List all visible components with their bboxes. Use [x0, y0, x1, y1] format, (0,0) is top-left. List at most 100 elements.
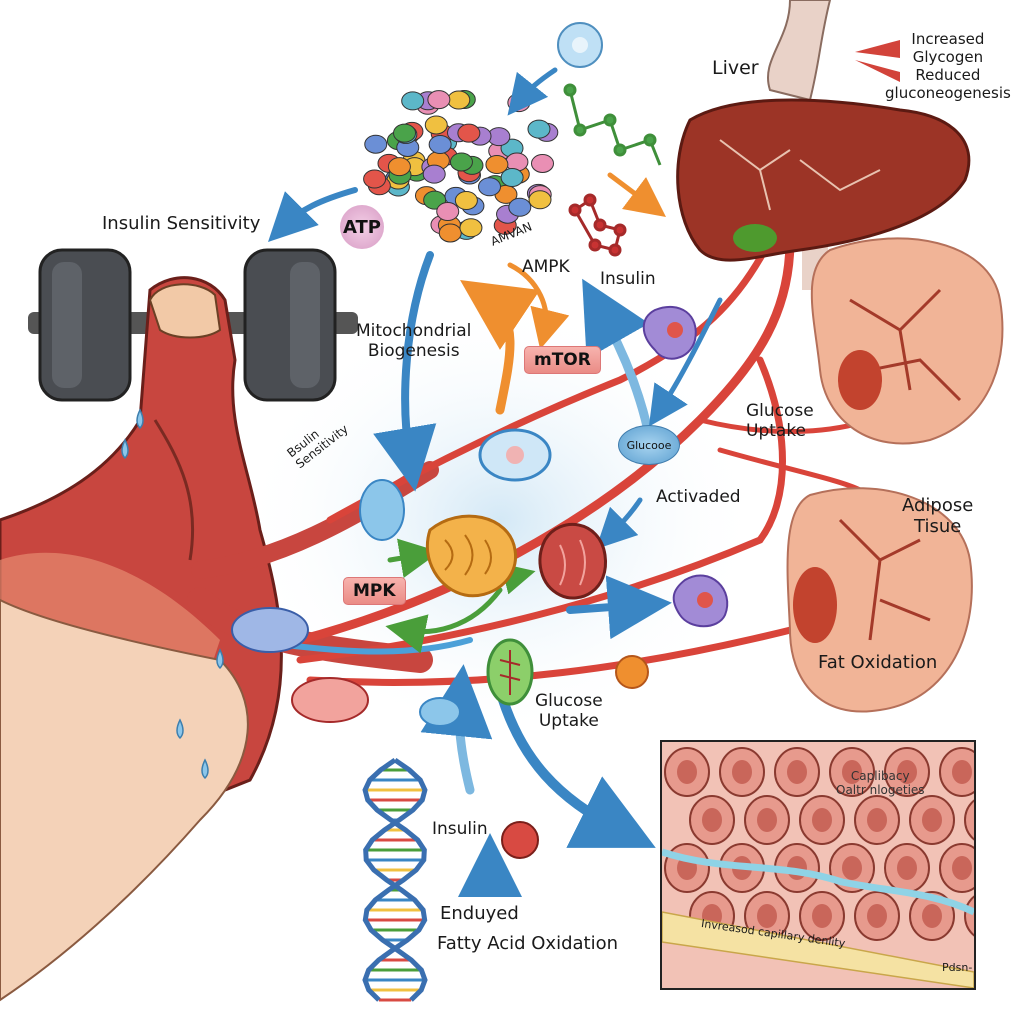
- muscle-fiber-core: [757, 808, 777, 832]
- blue-cell: [478, 428, 552, 482]
- cluster-cell: [478, 177, 502, 197]
- insulin-bottom-label: Insulin: [432, 819, 488, 839]
- cluster-cell: [436, 202, 460, 222]
- muscle-fiber-core: [757, 904, 777, 928]
- label-line: Uptake: [538, 710, 599, 731]
- muscle-fiber-core: [897, 856, 917, 880]
- sweat-drops-icon: [121, 408, 224, 780]
- purple-cell-bottom: [672, 574, 729, 628]
- cluster-cell: [387, 157, 411, 177]
- mpk-badge: MPK: [343, 577, 406, 605]
- liver-illustration: [676, 0, 971, 290]
- muscle-fiber-core: [732, 760, 752, 784]
- label-line: Mitochondrial: [356, 321, 472, 341]
- glucose-uptake-right-label: Glucose Uptake: [746, 401, 814, 441]
- cluster-cell: [507, 93, 531, 113]
- cluster-cell: [454, 190, 478, 210]
- label-line: Biogenesis: [367, 340, 460, 361]
- cluster-cell: [438, 223, 462, 243]
- muscle-fiber-core: [897, 760, 917, 784]
- liver-pointer-arrows: [855, 40, 900, 82]
- muscle-fiber-core: [842, 856, 862, 880]
- molecule-icon-green: [563, 83, 662, 166]
- cluster-cell: [485, 155, 509, 175]
- muscle-fiber-core: [867, 904, 887, 928]
- cluster-cell: [363, 169, 387, 189]
- insulin-top-label: Insulin: [600, 269, 656, 289]
- muscle-fiber-core: [702, 808, 722, 832]
- activaded-label: Activaded: [656, 487, 741, 507]
- mitochondrial-biogenesis-label: Mitochondrial Biogenesis: [356, 321, 472, 361]
- glucose-uptake-center-label: Glucose Uptake: [535, 691, 603, 731]
- label-line: Glucose: [535, 691, 603, 711]
- liver-effect-line: Glycogen: [912, 48, 984, 66]
- adipose-tissue-bottom: [786, 487, 973, 713]
- adipose-tissue-top: [810, 237, 1004, 445]
- muscle-fiber: [964, 895, 974, 937]
- muscle-fiber-illustration: [662, 747, 974, 988]
- adipose-tissue-label: Adipose Tisue: [902, 495, 974, 537]
- mitochondrion-orange: [425, 514, 517, 598]
- cluster-cell: [531, 153, 555, 173]
- cluster-cell: [500, 168, 524, 188]
- liver-effect-line: Reduced: [915, 66, 981, 84]
- cluster-cell: [528, 190, 552, 210]
- muscular-arm-illustration: [0, 276, 439, 1002]
- muscle-fiber-core: [952, 760, 972, 784]
- muscle-fiber-core: [922, 808, 942, 832]
- liver-effect-line: gluconeogenesis: [885, 84, 1011, 102]
- liver-effect-line: Increased: [911, 30, 985, 48]
- inset-title-label: Caplibacy Oaltr nlogeties: [836, 769, 925, 798]
- label-line: Oaltr nlogeties: [836, 782, 925, 797]
- liver-effects-label: Increased Glycogen Reduced gluconeogenes…: [885, 30, 1011, 102]
- cluster-cell: [428, 135, 452, 155]
- cluster-cell: [364, 134, 388, 154]
- cluster-cell: [505, 152, 529, 172]
- purple-cell-top: [642, 305, 697, 360]
- virus-icon: [557, 22, 603, 68]
- mitochondrion-red: [538, 523, 607, 600]
- muscle-fiber-core: [812, 808, 832, 832]
- muscle-fiber-core: [677, 760, 697, 784]
- fat-droplet: [615, 655, 649, 689]
- insulin-sensitivity-label: Insulin Sensitivity: [102, 213, 261, 234]
- capillary-inset-panel: [660, 740, 976, 990]
- muscle-fiber: [964, 799, 974, 841]
- mtor-badge: mTOR: [524, 346, 601, 374]
- muscle-fiber-core: [787, 760, 807, 784]
- cluster-cell: [459, 218, 483, 238]
- red-cell-bottom: [501, 821, 539, 859]
- dna-strand: [362, 757, 428, 1002]
- cluster-cell: [447, 90, 471, 110]
- label-line: Glucose: [746, 401, 814, 421]
- enduyed-label: Enduyed: [440, 903, 519, 924]
- mitochondrion-muscle: [231, 607, 461, 727]
- cluster-cell: [424, 115, 448, 135]
- blue-cell-left: [359, 479, 405, 541]
- ampk-label: AMPK: [522, 257, 570, 277]
- cluster-cell: [508, 197, 532, 217]
- dumbbell-icon: [28, 248, 358, 402]
- cluster-cell: [527, 119, 551, 139]
- mitochondria-cluster: [363, 89, 559, 243]
- cluster-cell: [427, 90, 451, 110]
- cluster-cell: [422, 164, 446, 184]
- liver-label: Liver: [712, 57, 759, 79]
- dna-helix-icon: [362, 757, 428, 1002]
- fatty-acid-oxidation-label: Fatty Acid Oxidation: [437, 933, 619, 954]
- muscle-fiber-core: [842, 760, 862, 784]
- label-line: Adipose: [902, 495, 974, 516]
- muscle-fiber-core: [867, 808, 887, 832]
- flow-arrows: [268, 67, 723, 897]
- muscle-fiber-core: [922, 904, 942, 928]
- cluster-cell: [449, 152, 473, 172]
- label-line: Tisue: [914, 515, 962, 537]
- label-line: Caplibacy: [850, 769, 910, 783]
- atp-badge: ATP: [340, 205, 384, 249]
- cluster-cell: [457, 123, 481, 143]
- green-cell: [486, 638, 534, 706]
- dna-strand: [362, 757, 428, 1002]
- muscle-fiber-core: [812, 904, 832, 928]
- inset-band-end-label: Pdsn-: [942, 961, 973, 974]
- cluster-cell: [393, 123, 417, 143]
